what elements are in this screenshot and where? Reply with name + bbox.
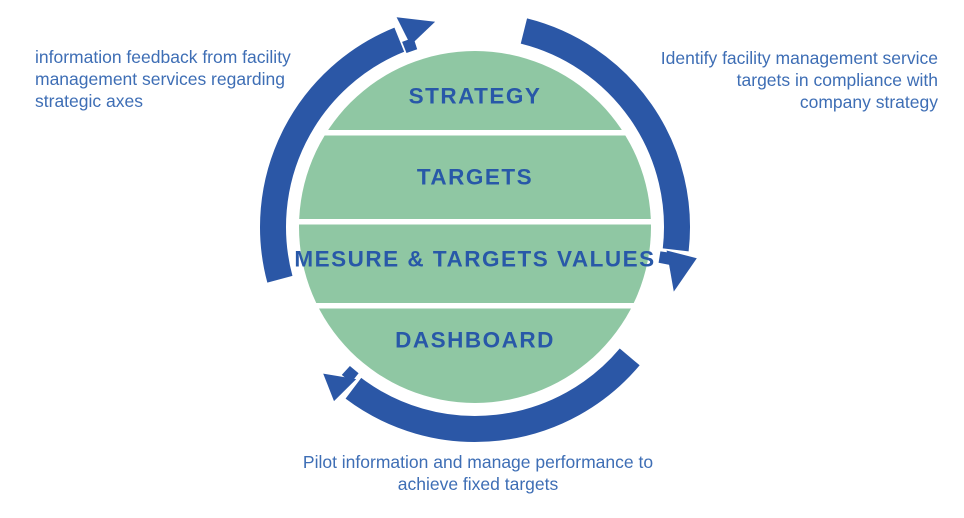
annotation-line: strategic axes xyxy=(35,91,143,111)
band-separator xyxy=(293,130,657,136)
band-label-strategy: STRATEGY xyxy=(409,84,542,109)
cycle-arrow-top-icon xyxy=(260,17,436,283)
annotation-top-left: information feedback from facility manag… xyxy=(35,46,315,112)
arrow-head xyxy=(666,250,697,292)
arrow-head xyxy=(323,373,357,402)
annotation-line: company strategy xyxy=(799,92,938,112)
band-separator xyxy=(293,303,657,309)
annotation-line: targets in compliance with xyxy=(736,70,938,90)
annotation-line: management services regarding xyxy=(35,69,285,89)
annotation-line: achieve fixed targets xyxy=(397,474,559,494)
annotation-bottom: Pilot information and manage performance… xyxy=(238,451,718,495)
annotation-line: Pilot information and manage performance… xyxy=(302,452,654,472)
arrow-arc xyxy=(345,348,640,442)
annotation-line: information feedback from facility xyxy=(35,47,291,67)
cycle-circle-group: STRATEGY TARGETS MESURE & TARGETS VALUES… xyxy=(293,51,657,403)
annotation-line: Identify facility management service xyxy=(660,48,938,68)
band-label-targets: TARGETS xyxy=(417,165,533,190)
arrow-arc xyxy=(520,18,690,252)
band-label-dashboard: DASHBOARD xyxy=(395,328,555,353)
cycle-arrow-bottom-icon xyxy=(323,348,640,442)
arrow-notch xyxy=(658,251,673,265)
band-separator xyxy=(293,219,657,225)
arrow-head xyxy=(396,17,436,46)
arrow-notch xyxy=(341,366,359,383)
cycle-circle xyxy=(299,51,651,403)
cycle-arrow-right-icon xyxy=(520,18,697,292)
arrow-notch xyxy=(402,37,418,53)
annotation-top-right: Identify facility management service tar… xyxy=(608,47,938,113)
arrow-arc xyxy=(260,27,405,283)
band-label-mesure-targets-values: MESURE & TARGETS VALUES xyxy=(294,247,655,272)
